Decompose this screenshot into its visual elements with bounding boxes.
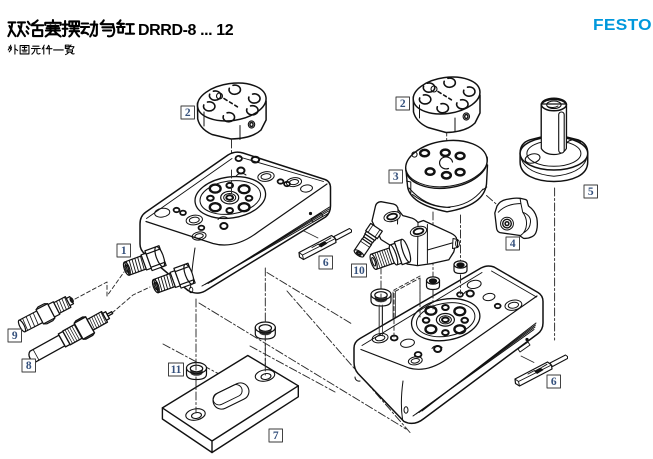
svg-text:11: 11 bbox=[171, 364, 182, 376]
svg-text:1: 1 bbox=[121, 245, 127, 257]
svg-text:6: 6 bbox=[323, 257, 329, 269]
svg-text:2: 2 bbox=[400, 98, 406, 110]
svg-text:9: 9 bbox=[12, 330, 18, 342]
svg-text:2: 2 bbox=[185, 107, 191, 119]
svg-text:4: 4 bbox=[510, 238, 516, 250]
svg-text:3: 3 bbox=[393, 171, 399, 183]
svg-text:5: 5 bbox=[588, 186, 594, 198]
svg-text:6: 6 bbox=[551, 376, 557, 388]
svg-text:8: 8 bbox=[26, 360, 32, 372]
svg-text:10: 10 bbox=[353, 265, 365, 277]
svg-text:7: 7 bbox=[273, 430, 279, 442]
